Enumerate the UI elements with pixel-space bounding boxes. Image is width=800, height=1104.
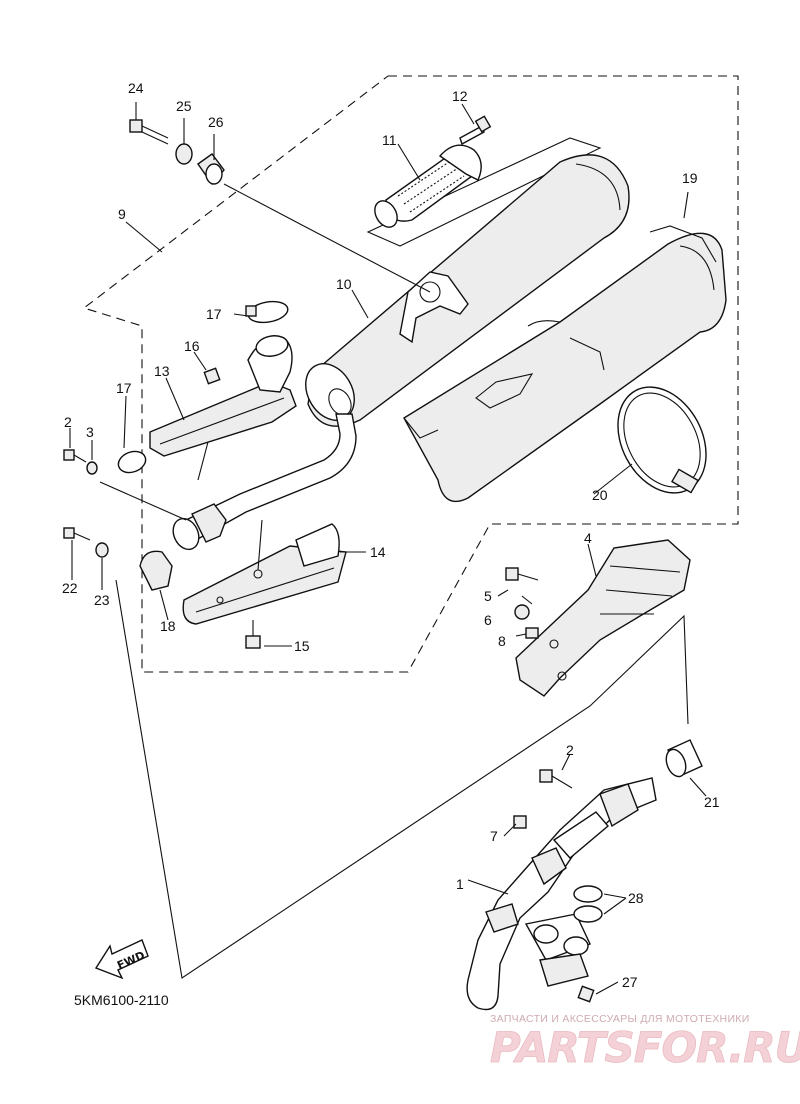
label-25: 25 [176,98,192,114]
label-1: 1 [456,876,464,892]
collar-26 [197,153,225,186]
bolt-22 [63,527,91,541]
label-27: 27 [622,974,638,990]
bolt-12 [459,115,492,146]
label-23: 23 [94,592,110,608]
heat-guard [515,539,691,697]
label-19: 19 [682,170,698,186]
label-13: 13 [154,363,170,379]
label-4: 4 [584,530,592,546]
washer-3 [86,461,98,475]
head-pipe-group-outline [115,579,689,979]
label-18: 18 [160,618,176,634]
nut-7 [513,815,527,829]
nut-27 [577,985,595,1003]
gasket-28-a [573,885,603,903]
label-10: 10 [336,276,352,292]
joint-pipe [172,413,357,551]
nut-8 [525,627,539,639]
label-26: 26 [208,114,224,130]
spark-arrester [374,144,482,228]
label-16: 16 [184,338,200,354]
screw-15 [245,620,261,649]
washer-25 [175,143,193,165]
label-21: 21 [704,794,720,810]
label-24: 24 [128,80,144,96]
label-11: 11 [382,132,397,148]
label-5: 5 [484,588,492,604]
muffler-band-clamp [617,386,707,494]
label-2-lower: 2 [566,742,574,758]
bolt-2-lower [539,769,573,789]
label-14: 14 [370,544,386,560]
label-7: 7 [490,828,498,844]
label-6: 6 [484,612,492,628]
label-3: 3 [86,424,94,440]
watermark-subtitle: ЗАПЧАСТИ И АКСЕССУАРЫ ДЛЯ МОТОТЕХНИКИ [490,1013,750,1025]
watermark-brand: PARTSFOR.RU [490,1023,800,1072]
washer-23 [95,542,109,558]
sleeve-21 [665,739,703,778]
gasket-28-b [573,905,603,923]
label-17-lower: 17 [116,380,132,396]
fwd-arrow-icon: FWD [94,939,149,980]
label-12: 12 [452,88,468,104]
callout-labels: 24 25 26 12 11 19 9 10 17 16 13 17 2 3 2… [62,80,720,990]
label-22: 22 [62,580,78,596]
label-2-upper: 2 [64,414,72,430]
label-8: 8 [498,633,506,649]
exhaust-pipe [466,777,657,1011]
spark-arrester-bracket [366,137,602,247]
diagram-code: 5KM6100-2110 [74,992,169,1008]
silencer [305,154,630,427]
bolt-5 [505,567,539,581]
label-20: 20 [592,487,608,503]
hose-clamp-upper [245,300,289,324]
muffler-outer-shell [403,225,727,503]
bolt-24 [129,119,169,145]
label-15: 15 [294,638,310,654]
label-9: 9 [118,206,126,222]
clamp-18 [139,550,173,591]
leader-lines [69,102,707,995]
bolt-2-upper [63,449,87,463]
label-17-upper: 17 [206,306,222,322]
nut-16 [203,367,221,385]
hose-clamp-lower [117,450,147,474]
pipe-cover [149,335,297,457]
label-28: 28 [628,890,644,906]
muffler-assembly-outline [82,75,739,673]
heat-protector [182,523,347,625]
washer-6 [514,604,530,620]
watermark: ЗАПЧАСТИ И АКСЕССУАРЫ ДЛЯ МОТОТЕХНИКИ PA… [490,1013,800,1072]
